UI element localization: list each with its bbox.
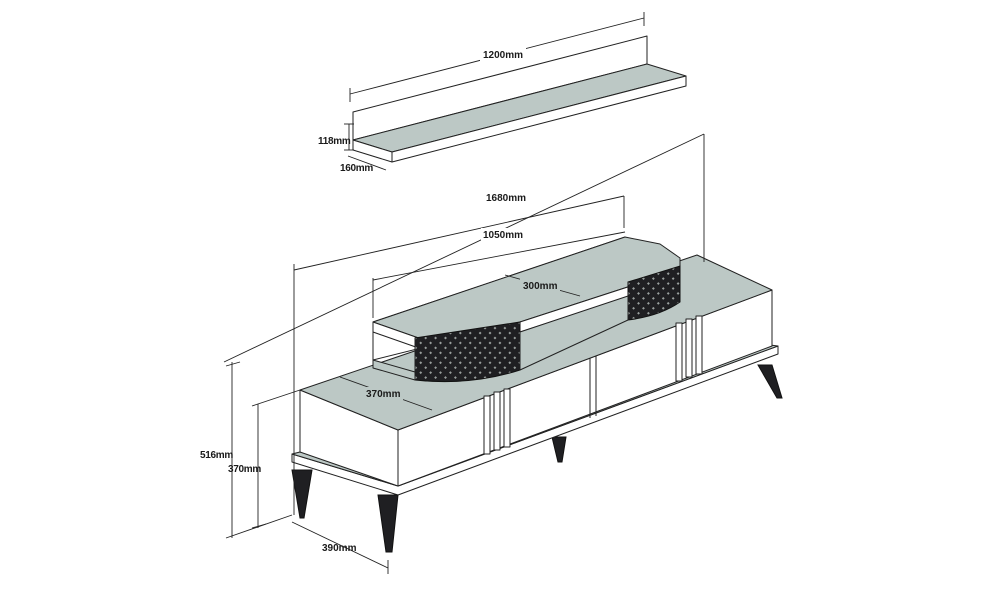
shelf-board-front — [391, 75, 687, 163]
upper-opening-dimension: 300mm — [372, 231, 626, 318]
unit-width-dimension: 1680mm — [223, 133, 705, 363]
unit-width-label: 1680mm — [486, 193, 526, 204]
total-height-dimension: 516mm — [200, 361, 293, 539]
wall-shelf — [352, 35, 687, 163]
front-leg-left — [291, 469, 313, 519]
rear-leg-right — [757, 364, 783, 399]
upper-width-label: 1050mm — [483, 230, 523, 241]
shelf-width-dimension: 1200mm — [349, 12, 645, 102]
upper-width-dimension: 1050mm — [293, 195, 625, 515]
door-grooves-left — [483, 388, 511, 455]
unit-depth-label: 390mm — [322, 543, 357, 554]
top-depth-label: 370mm — [366, 389, 401, 400]
unit-depth-dimension: 390mm — [291, 521, 389, 574]
shelf-width-label: 1200mm — [483, 50, 523, 61]
front-leg-center — [377, 494, 399, 553]
upper-opening-label: 300mm — [523, 281, 558, 292]
shelf-height-label: 118mm — [318, 136, 351, 147]
upper-module-open-shelf — [519, 295, 629, 371]
total-height-label: 516mm — [200, 450, 233, 461]
shelf-depth-label: 160mm — [340, 163, 373, 174]
shelf-depth-dimension: 160mm — [340, 155, 387, 174]
rear-leg-middle — [551, 436, 567, 463]
lattice-panel-right — [627, 265, 681, 321]
door-grooves-right — [675, 315, 703, 382]
cabinet-height-label: 370mm — [228, 464, 261, 475]
cabinet-height-dimension: 370mm — [228, 389, 301, 529]
shelf-height-dimension: 118mm — [318, 123, 354, 151]
top-depth-dimension: 370mm — [339, 376, 433, 411]
